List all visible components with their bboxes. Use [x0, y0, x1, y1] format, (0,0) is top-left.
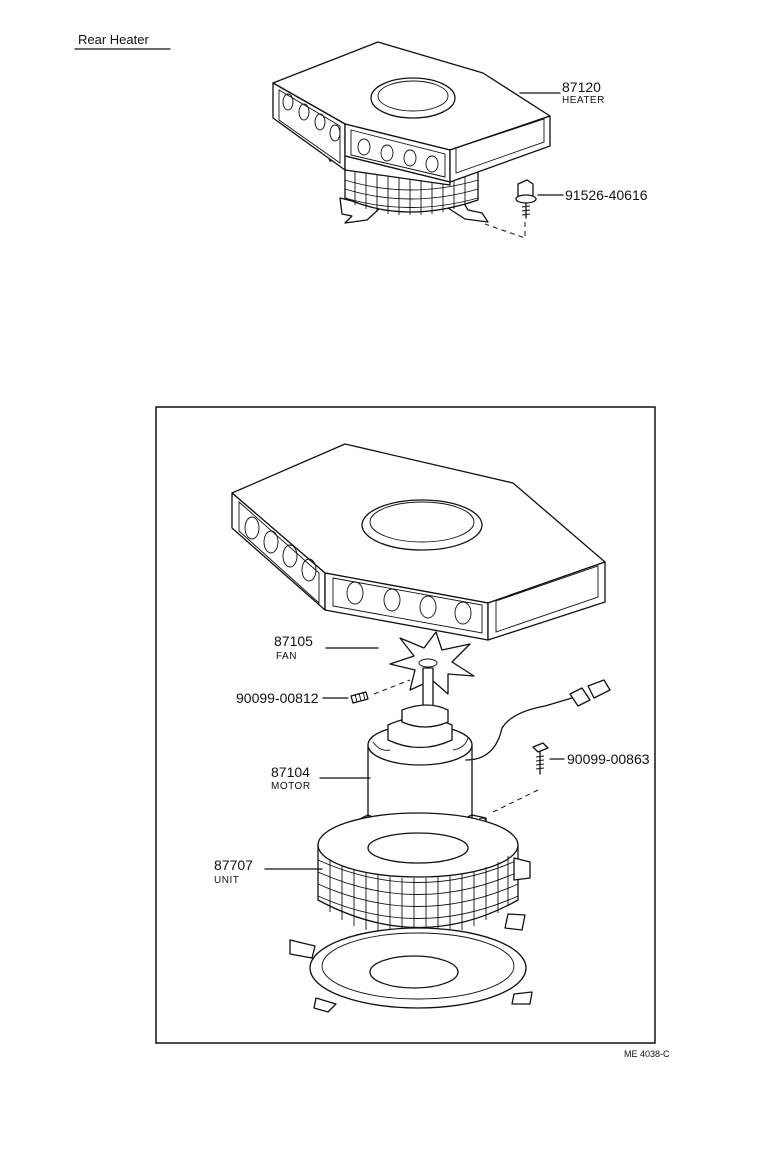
unit-coil-drawing [317, 812, 531, 936]
detail-frame [155, 406, 656, 1044]
heater-part-name: HEATER [562, 95, 605, 106]
motor-drawing [357, 679, 611, 837]
heater-assembly-drawing [272, 41, 551, 224]
heater-part-number: 87120 [562, 79, 601, 95]
screw-icon [532, 742, 549, 775]
page-title: Rear Heater [78, 32, 149, 47]
unit-part-number: 87707 [214, 857, 253, 873]
bolt-icon [515, 179, 537, 219]
motor-part-number: 87104 [271, 764, 310, 780]
housing-drawing [231, 443, 606, 641]
set-screw-icon [350, 691, 369, 704]
base-plate-drawing [289, 913, 533, 1013]
figure-reference: ME 4038-C [624, 1049, 670, 1059]
unit-part-name: UNIT [214, 875, 239, 886]
fan-part-number: 87105 [274, 633, 313, 649]
motor-part-name: MOTOR [271, 781, 311, 792]
fan-part-name: FAN [276, 651, 297, 662]
heater-bolt-number: 91526-40616 [565, 187, 648, 203]
motor-screw-number: 90099-00863 [567, 751, 650, 767]
fan-screw-number: 90099-00812 [236, 690, 319, 706]
